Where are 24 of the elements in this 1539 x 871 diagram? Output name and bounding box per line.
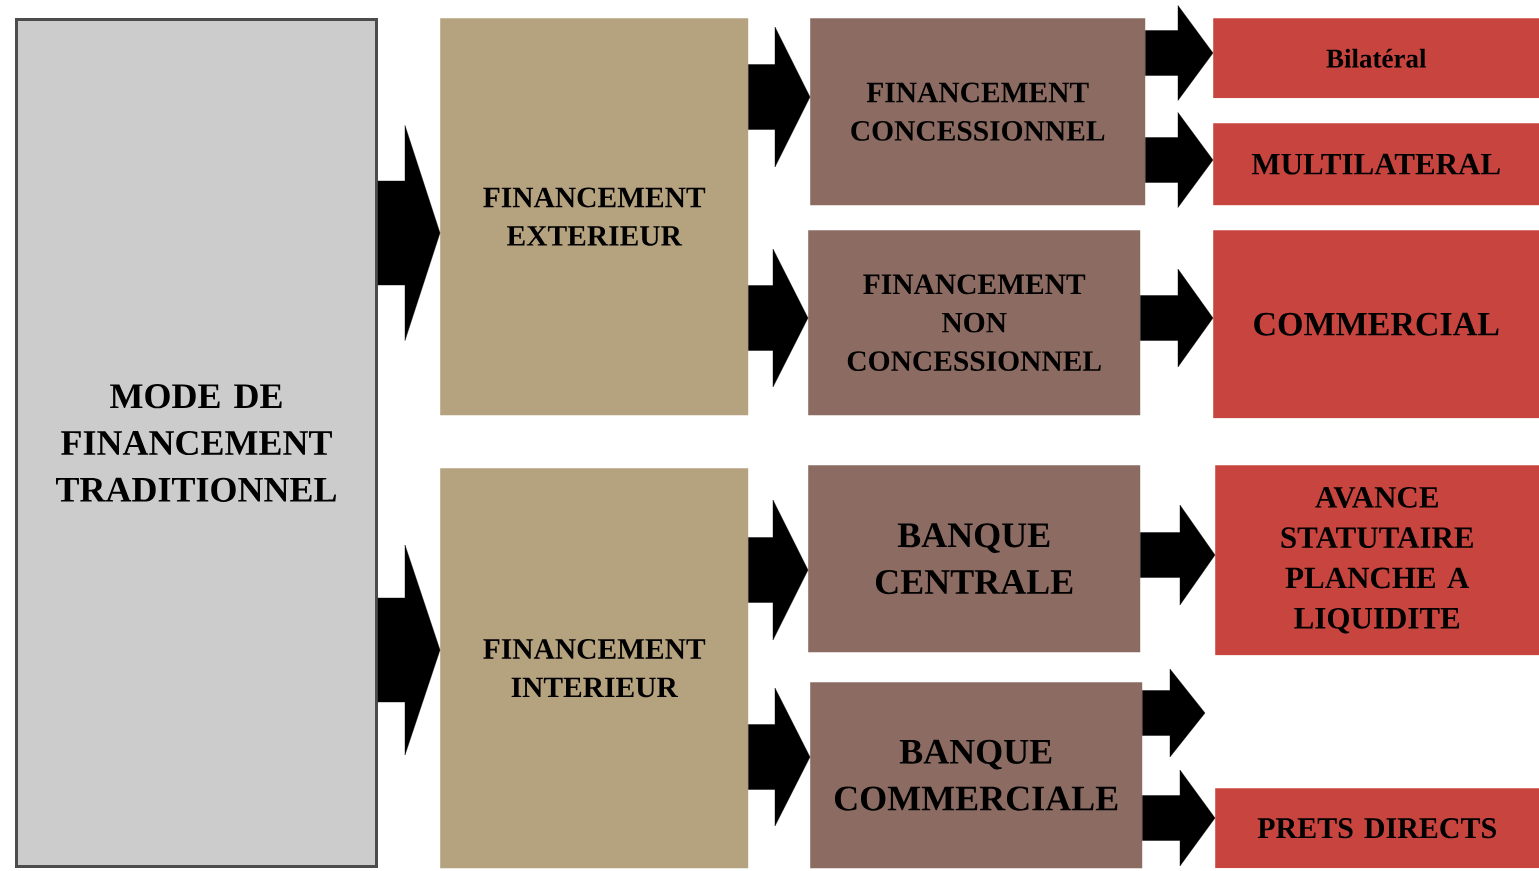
- category-box: FINANCEMENT CONCESSIONNEL: [810, 18, 1146, 206]
- category-box: BANQUE CENTRALE: [808, 465, 1141, 653]
- item-box: COMMERCIAL: [1213, 230, 1539, 419]
- item-box: AVANCE STATUTAIRE PLANCHE A LIQUIDITE: [1215, 465, 1539, 656]
- block-arrow: [1142, 769, 1216, 867]
- category-box: FINANCEMENT EXTERIEUR: [440, 18, 749, 416]
- category-box: BANQUE COMMERCIALE: [810, 682, 1143, 869]
- block-arrow: [748, 687, 811, 827]
- block-arrow: [377, 544, 441, 756]
- category-box: FINANCEMENT INTERIEUR: [440, 468, 749, 869]
- item-box: MULTILATERAL: [1213, 123, 1539, 206]
- item-box: Bilatéral: [1213, 18, 1539, 99]
- block-arrow: [748, 248, 809, 388]
- block-arrow: [1140, 268, 1214, 368]
- block-arrow: [1145, 112, 1214, 208]
- block-arrow: [748, 26, 811, 168]
- block-arrow: [377, 125, 441, 341]
- block-arrow: [1140, 504, 1216, 606]
- block-arrow: [1142, 668, 1206, 758]
- block-arrow: [1145, 5, 1214, 101]
- title-box: MODE DE FINANCEMENT TRADITIONNEL: [15, 18, 378, 868]
- item-box: PRETS DIRECTS: [1215, 788, 1539, 869]
- block-arrow: [748, 499, 809, 641]
- category-box: FINANCEMENT NON CONCESSIONNEL: [808, 230, 1141, 416]
